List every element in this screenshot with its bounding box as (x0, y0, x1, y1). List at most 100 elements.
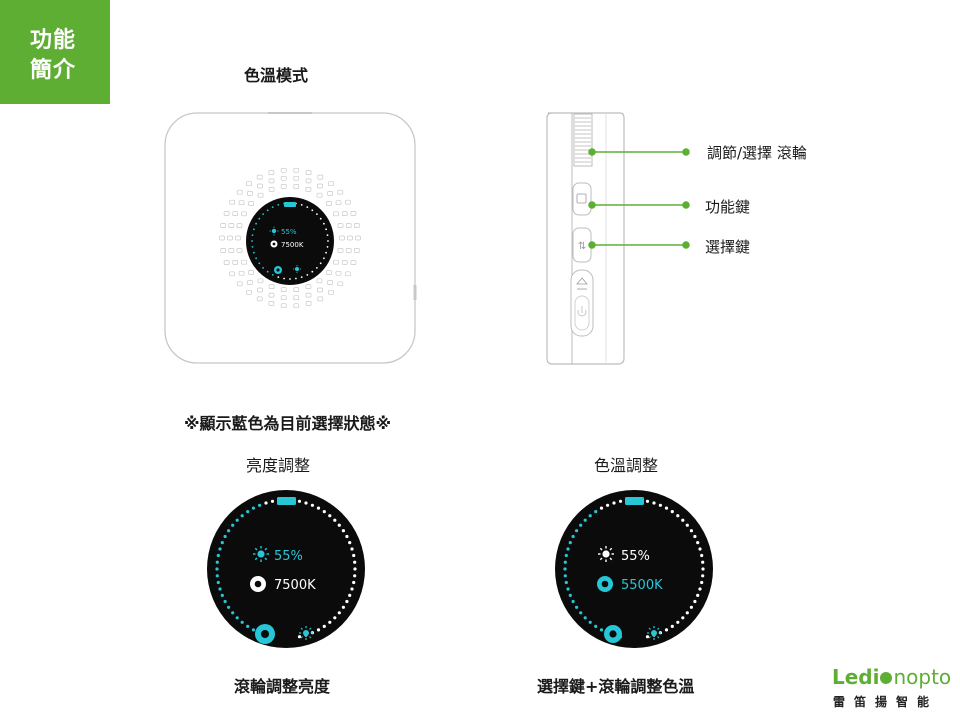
ring-dot (685, 611, 689, 615)
ring-dot (270, 499, 275, 503)
ring-dot (676, 514, 680, 518)
ring-dot (246, 624, 250, 628)
ring-dot (571, 534, 575, 539)
ring-dot (698, 587, 702, 591)
ring-dot (235, 616, 239, 620)
ring-dot (698, 547, 702, 551)
ring-dot (350, 547, 354, 551)
ring-dot (310, 503, 314, 507)
section-badge: 功能 簡介 (0, 0, 110, 104)
battery-icon (625, 497, 644, 505)
ring-dot (328, 514, 332, 518)
ring-dot (251, 506, 256, 510)
ring-dot (676, 620, 680, 624)
ring-dot (297, 635, 302, 639)
ring-dot (231, 523, 235, 527)
ring-dot (583, 616, 587, 620)
temp-value: 7500K (274, 578, 316, 593)
device-front-screen: 55% 7500K (246, 197, 334, 285)
ring-dot (700, 580, 704, 585)
ring-dot (645, 635, 650, 639)
brightness-screen: 55% 7500K (207, 490, 365, 648)
svg-text:⇅: ⇅ (578, 241, 586, 252)
ring-dot (612, 501, 616, 505)
ring-dot (227, 605, 231, 609)
ring-dot (231, 611, 235, 615)
mode-indicator-icon (255, 624, 275, 644)
panel-temp-title: 色溫調整 (594, 456, 659, 475)
brightness-value: 55% (274, 549, 303, 564)
ring-dot (316, 506, 321, 510)
ring-dot (681, 616, 685, 620)
ring-dot (594, 510, 598, 514)
brightness-mode-icon (299, 626, 313, 640)
ring-dot (685, 523, 689, 527)
ring-dot (701, 560, 705, 564)
ring-dot (352, 553, 356, 558)
ring-dot (645, 499, 650, 503)
brightness-value: 55% (621, 549, 650, 564)
temp-value: 5500K (621, 578, 663, 593)
ring-dot (618, 499, 623, 503)
ring-dot (348, 593, 352, 597)
ring-dot (652, 501, 656, 505)
ring-dot (689, 529, 693, 533)
scroll-wheel[interactable] (573, 113, 593, 167)
ring-dot (606, 503, 610, 507)
ring-dot (341, 605, 345, 609)
ring-dot (579, 611, 583, 615)
ring-dot (348, 541, 352, 545)
ring-dot (571, 599, 575, 604)
power-switch[interactable] (570, 269, 594, 337)
ring-dot (218, 587, 222, 591)
ring-dot (345, 534, 349, 539)
ring-dot (701, 567, 705, 571)
ring-dot (341, 529, 345, 533)
sun-icon (598, 546, 614, 562)
color-temp-icon (250, 576, 266, 592)
ring-dot (564, 580, 568, 585)
ring-dot (700, 553, 704, 558)
ring-dot (322, 510, 326, 514)
ring-dot (568, 593, 572, 597)
ring-dot (316, 628, 321, 632)
ring-dot (579, 523, 583, 527)
ring-dot (297, 499, 302, 503)
battery-icon (277, 497, 296, 505)
ring-dot (566, 547, 570, 551)
color-temp-icon (597, 576, 613, 592)
ring-dot (333, 616, 337, 620)
ring-dot (564, 553, 568, 558)
function-key[interactable] (572, 182, 592, 216)
ring-dot (566, 587, 570, 591)
ring-dot (216, 580, 220, 585)
caption-brightness: 滾輪調整亮度 (234, 677, 331, 696)
ring-dot (220, 541, 224, 545)
ring-dot (594, 624, 598, 628)
ring-dot (681, 518, 685, 522)
panel-brightness-title: 亮度調整 (246, 456, 311, 475)
ring-dot (240, 514, 244, 518)
ring-dot (599, 506, 604, 510)
ring-dot (350, 587, 354, 591)
ring-dot (696, 541, 700, 545)
mode-indicator-icon (604, 625, 622, 643)
ring-dot (264, 501, 268, 505)
ring-dot (215, 567, 219, 571)
ring-dot (227, 529, 231, 533)
ring-dot (588, 514, 592, 518)
ring-dot (235, 518, 239, 522)
ring-dot (353, 567, 357, 571)
brand-drop-icon (880, 672, 893, 684)
ring-dot (664, 506, 669, 510)
callout-function-key: 功能鍵 (705, 198, 751, 216)
ring-dot (693, 534, 697, 539)
ring-dot (220, 593, 224, 597)
ring-dot (696, 593, 700, 597)
ring-dot (352, 580, 356, 585)
ring-dot (583, 518, 587, 522)
ring-dot (670, 624, 674, 628)
ring-dot (333, 518, 337, 522)
caption-color-temp: 選擇鍵+滾輪調整色溫 (537, 677, 695, 696)
